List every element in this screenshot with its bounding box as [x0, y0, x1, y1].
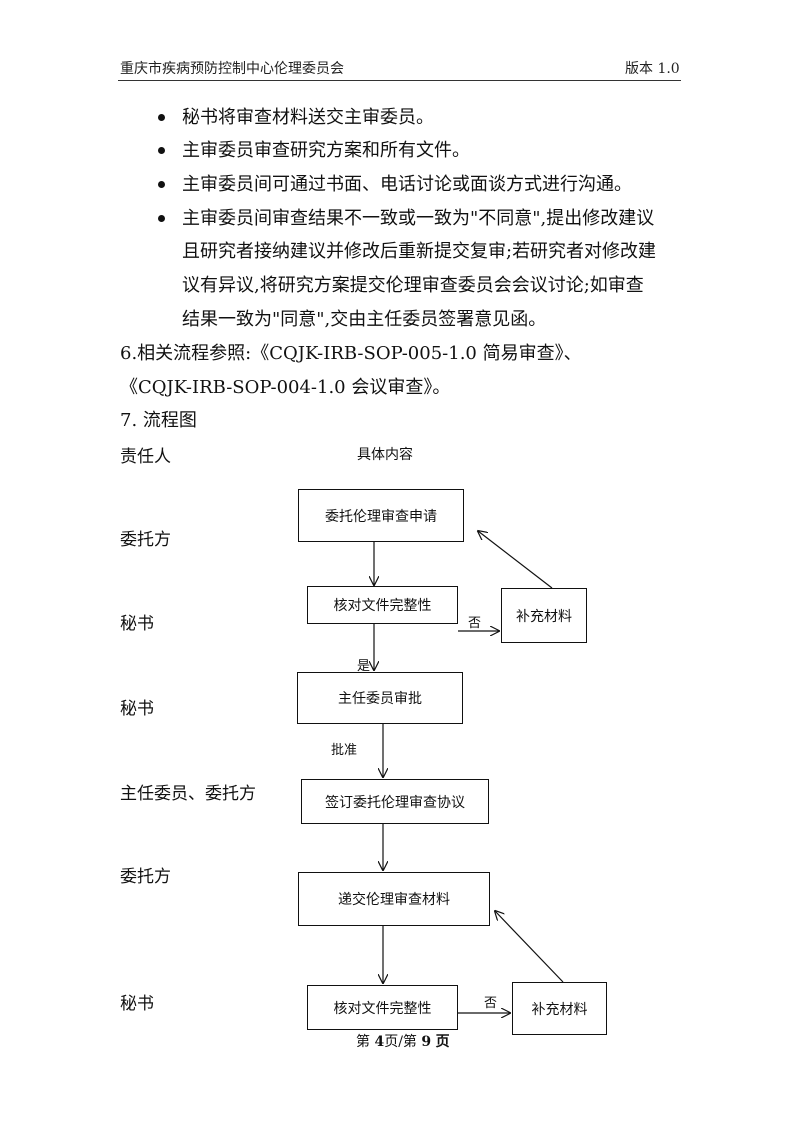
footer-page-number: 4 — [374, 1034, 385, 1050]
role-label: 主任委员、委托方 — [120, 784, 256, 804]
header-organization: 重庆市疾病预防控制中心伦理委员会 — [120, 61, 344, 77]
page-footer: 第 4页/第 9 页 — [356, 1031, 450, 1051]
bullet-4-line-2: 且研究者接纳建议并修改后重新提交复审;若研究者对修改建 — [182, 241, 657, 262]
label-no: 否 — [468, 616, 482, 631]
role-label: 委托方 — [120, 530, 171, 550]
label-no: 否 — [484, 996, 498, 1011]
bullet-1-line-1: 秘书将审查材料送交主审委员。 — [182, 107, 434, 128]
header-rule — [118, 80, 681, 81]
bullet-4-line-3: 议有异议,将研究方案提交伦理审查委员会会议讨论;如审查 — [182, 275, 644, 296]
flow-box-apply: 委托伦理审查申请 — [298, 489, 464, 542]
header-version: 版本 1.0 — [625, 61, 680, 77]
bullet-4-line-4: 结果一致为"同意",交由主任委员签署意见函。 — [182, 309, 547, 330]
flow-box-check-docs: 核对文件完整性 — [307, 586, 458, 624]
flow-box-check-docs-2: 核对文件完整性 — [307, 985, 458, 1030]
flow-box-submit-materials: 递交伦理审查材料 — [298, 872, 490, 926]
flow-col-content-heading: 具体内容 — [357, 447, 413, 463]
flow-box-sign-agreement: 签订委托伦理审查协议 — [301, 779, 489, 824]
arrow-supplement-to-submit — [495, 911, 564, 983]
flow-box-chair-approval: 主任委员审批 — [297, 672, 463, 724]
label-yes: 是 — [357, 659, 371, 674]
bullet-dot — [158, 215, 165, 222]
bullet-2-line-1: 主审委员审查研究方案和所有文件。 — [182, 140, 470, 161]
section-7-title: 7. 流程图 — [120, 410, 197, 431]
footer-total-pages: 9 — [421, 1034, 432, 1050]
arrow-supplement-to-apply — [478, 531, 553, 589]
flow-box-supplement-2: 补充材料 — [512, 982, 607, 1035]
footer-mid: 页/第 — [384, 1034, 417, 1050]
flow-box-supplement: 补充材料 — [501, 588, 587, 643]
role-label: 秘书 — [120, 614, 154, 634]
bullet-3-line-1: 主审委员间可通过书面、电话讨论或面谈方式进行沟通。 — [182, 174, 632, 195]
role-label: 秘书 — [120, 699, 154, 719]
section-6-line-2: 《CQJK-IRB-SOP-004-1.0 会议审查》。 — [120, 377, 451, 398]
bullet-dot — [158, 147, 165, 154]
flow-col-role-heading: 责任人 — [120, 447, 171, 467]
role-label: 委托方 — [120, 867, 171, 887]
bullet-dot — [158, 181, 165, 188]
bullet-4-line-1: 主审委员间审查结果不一致或一致为"不同意",提出修改建议 — [182, 208, 655, 229]
role-label: 秘书 — [120, 994, 154, 1014]
footer-suffix: 页 — [435, 1034, 450, 1050]
bullet-dot — [158, 114, 165, 121]
footer-prefix: 第 — [356, 1034, 370, 1050]
label-approve: 批准 — [331, 743, 358, 758]
section-6-line-1: 6.相关流程参照:《CQJK-IRB-SOP-005-1.0 简易审查》、 — [120, 343, 582, 364]
